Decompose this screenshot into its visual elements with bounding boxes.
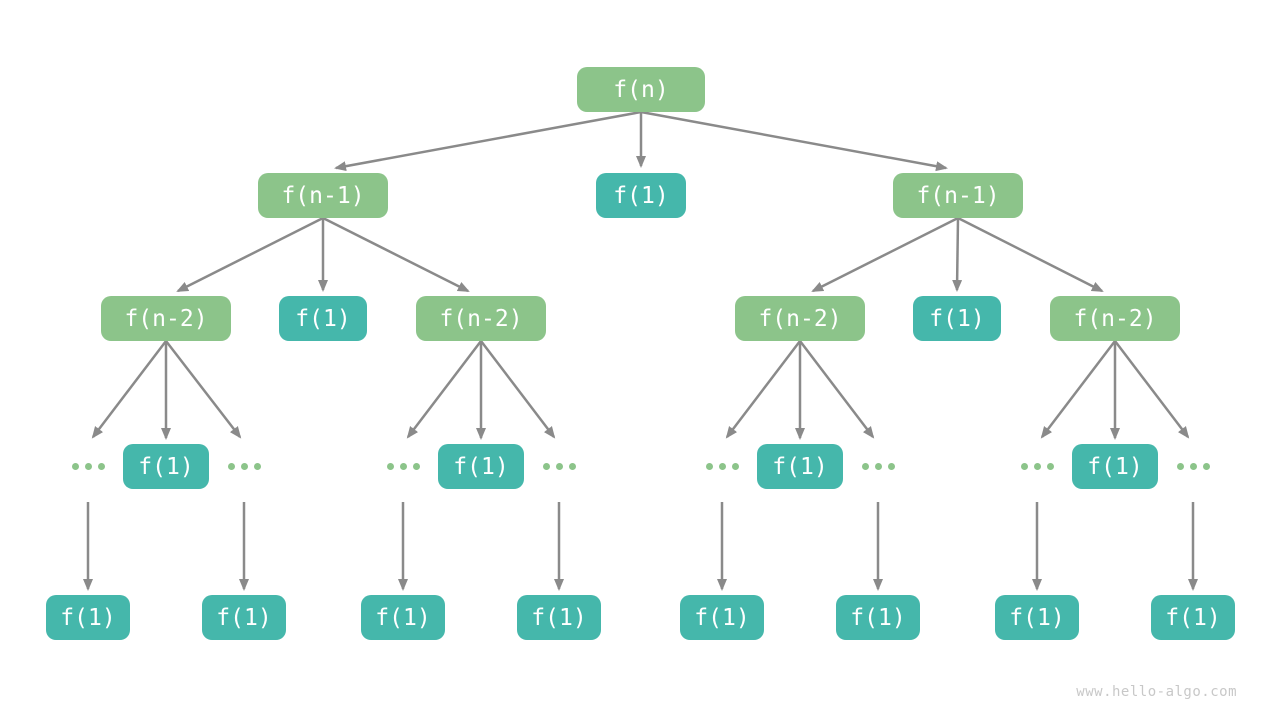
ellipsis-dot <box>412 462 420 470</box>
ellipsis-dot <box>1176 462 1184 470</box>
edge-arrow <box>334 110 642 172</box>
ellipsis-dot <box>1033 462 1041 470</box>
ellipsis-dots-4 <box>542 462 576 470</box>
ellipsis-dot <box>718 462 726 470</box>
edge-arrow <box>952 217 963 292</box>
ellipsis-dots-6 <box>861 462 895 470</box>
tree-node-l4-2: f(1) <box>438 444 524 489</box>
tree-node-l3-1: f(n-2) <box>101 296 231 341</box>
ellipsis-dot <box>97 462 105 470</box>
edge-arrow <box>480 340 556 439</box>
tree-node-l4-3: f(1) <box>757 444 843 489</box>
watermark-text: www.hello-algo.com <box>1076 684 1237 700</box>
ellipsis-dot <box>1189 462 1197 470</box>
ellipsis-dot <box>1202 462 1210 470</box>
ellipsis-dot <box>568 462 576 470</box>
ellipsis-dot <box>1046 462 1054 470</box>
tree-node-l2-mid: f(1) <box>596 173 686 218</box>
tree-node-root: f(n) <box>577 67 705 112</box>
tree-node-l3-2: f(1) <box>279 296 367 341</box>
ellipsis-dot <box>861 462 869 470</box>
ellipsis-dots-8 <box>1176 462 1210 470</box>
tree-node-l5-3: f(1) <box>361 595 445 640</box>
tree-node-l4-4: f(1) <box>1072 444 1158 489</box>
ellipsis-dot <box>542 462 550 470</box>
edge-arrow <box>799 340 875 439</box>
tree-node-l2-right: f(n-1) <box>893 173 1023 218</box>
edge-arrow <box>640 110 948 172</box>
edge-arrow <box>957 216 1104 293</box>
ellipsis-dots-2 <box>227 462 261 470</box>
ellipsis-dots-5 <box>705 462 739 470</box>
edge-arrow <box>406 340 482 439</box>
ellipsis-dot <box>1020 462 1028 470</box>
edge-arrow <box>1114 340 1190 439</box>
tree-node-l3-4: f(n-2) <box>735 296 865 341</box>
ellipsis-dot <box>386 462 394 470</box>
tree-node-l5-8: f(1) <box>1151 595 1235 640</box>
tree-node-l2-left: f(n-1) <box>258 173 388 218</box>
edge-arrow <box>176 216 324 293</box>
tree-node-l5-4: f(1) <box>517 595 601 640</box>
tree-node-l5-5: f(1) <box>680 595 764 640</box>
tree-node-l4-1: f(1) <box>123 444 209 489</box>
edge-arrow <box>1040 340 1116 439</box>
ellipsis-dots-7 <box>1020 462 1054 470</box>
ellipsis-dots-3 <box>386 462 420 470</box>
tree-node-l5-1: f(1) <box>46 595 130 640</box>
ellipsis-dot <box>71 462 79 470</box>
tree-node-l5-7: f(1) <box>995 595 1079 640</box>
ellipsis-dot <box>705 462 713 470</box>
tree-node-l3-3: f(n-2) <box>416 296 546 341</box>
ellipsis-dot <box>253 462 261 470</box>
ellipsis-dot <box>874 462 882 470</box>
edge-arrow <box>91 340 167 439</box>
edge-arrow <box>725 340 801 439</box>
ellipsis-dot <box>84 462 92 470</box>
tree-node-l5-6: f(1) <box>836 595 920 640</box>
ellipsis-dot <box>399 462 407 470</box>
ellipsis-dot <box>240 462 248 470</box>
ellipsis-dots-1 <box>71 462 105 470</box>
tree-node-l5-2: f(1) <box>202 595 286 640</box>
edge-arrow <box>165 340 242 439</box>
ellipsis-dot <box>731 462 739 470</box>
ellipsis-dot <box>227 462 235 470</box>
ellipsis-dot <box>555 462 563 470</box>
edge-arrow <box>322 216 470 293</box>
tree-node-l3-5: f(1) <box>913 296 1001 341</box>
tree-node-l3-6: f(n-2) <box>1050 296 1180 341</box>
ellipsis-dot <box>887 462 895 470</box>
edge-arrow <box>811 216 959 293</box>
